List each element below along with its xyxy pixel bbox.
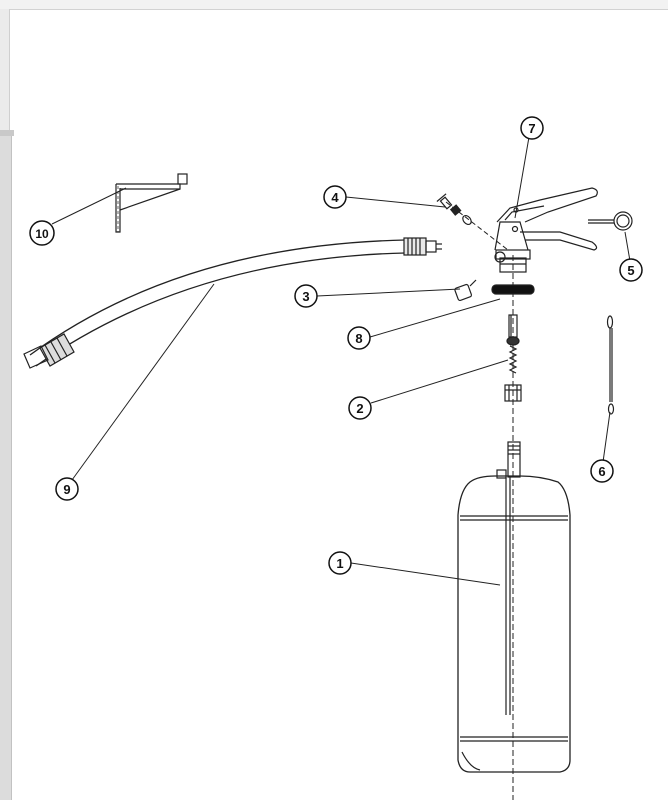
callout-1-label: 1 — [336, 556, 343, 571]
part-screw-assembly — [436, 193, 472, 226]
part-hose — [23, 237, 442, 369]
callout-4: 4 — [323, 185, 347, 209]
callout-7: 7 — [520, 116, 544, 140]
part-valve-stem — [506, 314, 520, 346]
callout-5: 5 — [619, 258, 643, 282]
callout-9: 9 — [55, 477, 79, 501]
part-wall-bracket — [115, 173, 188, 233]
valve-axis-line — [445, 201, 509, 251]
callout-8-label: 8 — [355, 331, 362, 346]
part-safety-pin — [588, 211, 633, 231]
callout-2: 2 — [348, 396, 372, 420]
callout-1: 1 — [328, 551, 352, 575]
callout-6: 6 — [590, 459, 614, 483]
viewer-left-scroll-track[interactable] — [0, 130, 12, 800]
callout-leaders — [51, 136, 631, 586]
callout-7-label: 7 — [528, 121, 535, 136]
callout-4-label: 4 — [331, 190, 339, 205]
callout-3-label: 3 — [302, 289, 309, 304]
part-spring-and-nut — [504, 345, 522, 402]
callout-3: 3 — [294, 284, 318, 308]
callout-10: 10 — [29, 220, 55, 246]
callout-2-label: 2 — [356, 401, 363, 416]
part-oring-and-gauge — [454, 279, 535, 302]
callout-6-label: 6 — [598, 464, 605, 479]
callout-9-label: 9 — [63, 482, 70, 497]
viewer-left-notch — [0, 130, 14, 136]
part-cylinder — [457, 441, 571, 773]
viewer-top-bar — [0, 0, 668, 10]
callout-8: 8 — [347, 326, 371, 350]
part-tamper-seal — [606, 315, 615, 415]
part-valve-lever — [494, 187, 598, 273]
callout-5-label: 5 — [627, 263, 634, 278]
callout-10-label: 10 — [35, 227, 49, 241]
